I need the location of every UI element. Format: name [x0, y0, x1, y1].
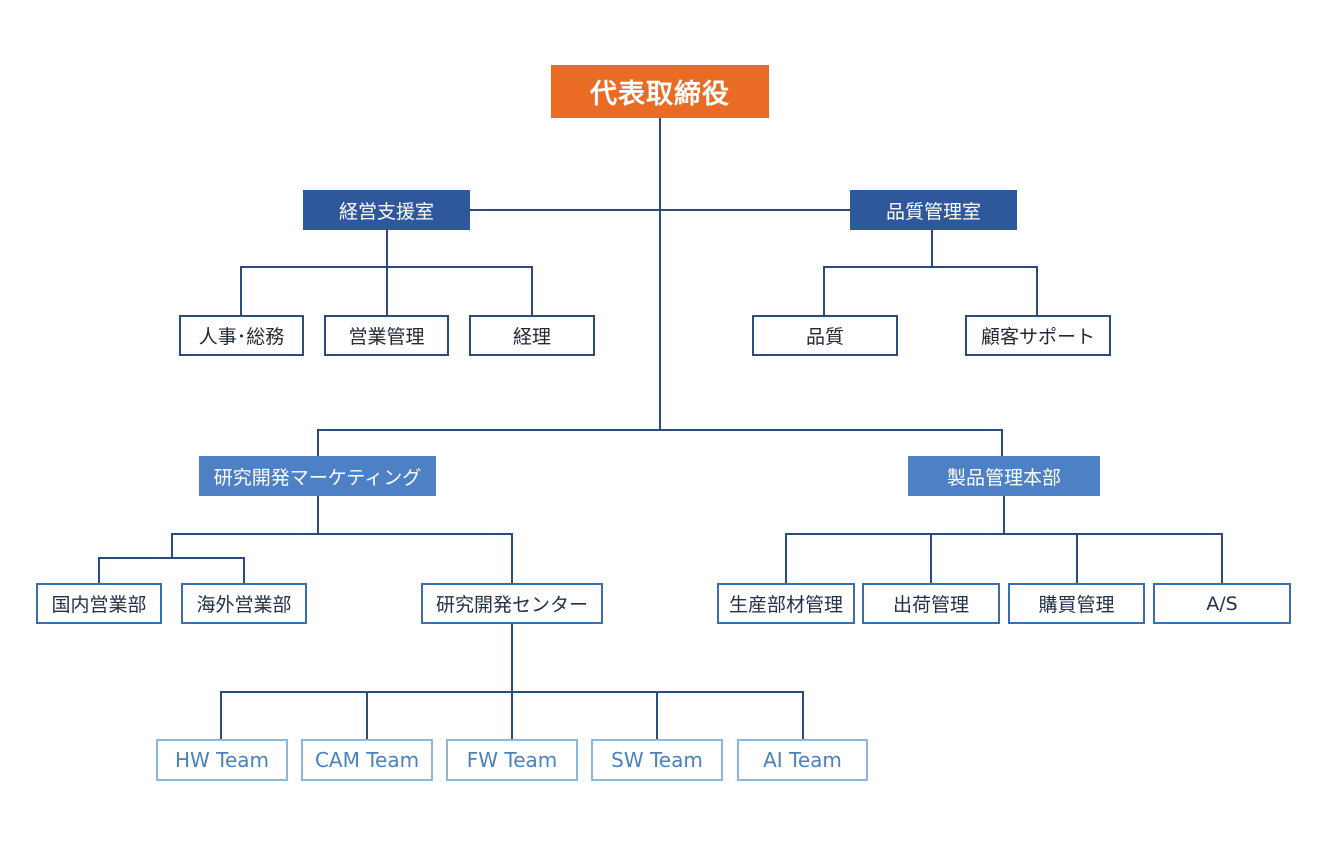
shipping-management-box: 出荷管理: [862, 583, 1000, 624]
connector-line: [243, 557, 245, 584]
connector-line: [1003, 496, 1005, 535]
connector-line: [317, 429, 319, 457]
accounting-box: 経理: [469, 315, 595, 356]
ai-team-box: AI Team: [737, 739, 868, 781]
connector-line: [220, 691, 222, 740]
connector-line: [317, 429, 1003, 431]
connector-line: [785, 533, 1223, 535]
cam-team-box: CAM Team: [301, 739, 433, 781]
connector-line: [1001, 429, 1003, 457]
connector-line: [931, 229, 933, 267]
production-materials-box: 生産部材管理: [717, 583, 855, 624]
connector-line: [656, 691, 658, 740]
hr-general-affairs-box: 人事･総務: [179, 315, 304, 356]
connector-line: [171, 533, 173, 559]
rnd-marketing-box: 研究開発マーケティング: [199, 456, 436, 496]
connector-line: [386, 229, 388, 267]
connector-line: [1036, 266, 1038, 316]
connector-line: [823, 266, 1038, 268]
connector-line: [240, 266, 242, 316]
connector-line: [930, 533, 932, 584]
ceo-box: 代表取締役: [551, 65, 769, 118]
connector-line: [659, 118, 661, 431]
connector-line: [98, 557, 100, 584]
fw-team-box: FW Team: [446, 739, 578, 781]
connector-line: [386, 266, 388, 316]
product-management-hq-box: 製品管理本部: [908, 456, 1100, 496]
customer-support-box: 顧客サポート: [965, 315, 1111, 356]
connector-line: [98, 557, 245, 559]
connector-line: [366, 691, 368, 740]
sales-management-box: 営業管理: [324, 315, 449, 356]
connector-line: [1076, 533, 1078, 584]
quality-management-box: 品質管理室: [850, 190, 1017, 230]
purchasing-management-box: 購買管理: [1008, 583, 1145, 624]
management-support-box: 経営支援室: [303, 190, 470, 230]
connector-line: [823, 266, 825, 316]
after-service-box: A/S: [1153, 583, 1291, 624]
connector-line: [802, 691, 804, 740]
connector-line: [1221, 533, 1223, 584]
connector-line: [785, 533, 787, 584]
connector-line: [511, 533, 513, 584]
domestic-sales-box: 国内営業部: [36, 583, 162, 624]
connector-line: [469, 209, 850, 211]
connector-line: [171, 533, 513, 535]
connector-line: [511, 623, 513, 693]
quality-box: 品質: [752, 315, 898, 356]
connector-line: [317, 496, 319, 535]
sw-team-box: SW Team: [591, 739, 723, 781]
connector-line: [511, 691, 513, 740]
rnd-center-box: 研究開発センター: [421, 583, 603, 624]
overseas-sales-box: 海外営業部: [181, 583, 307, 624]
hw-team-box: HW Team: [156, 739, 288, 781]
connector-line: [531, 266, 533, 316]
